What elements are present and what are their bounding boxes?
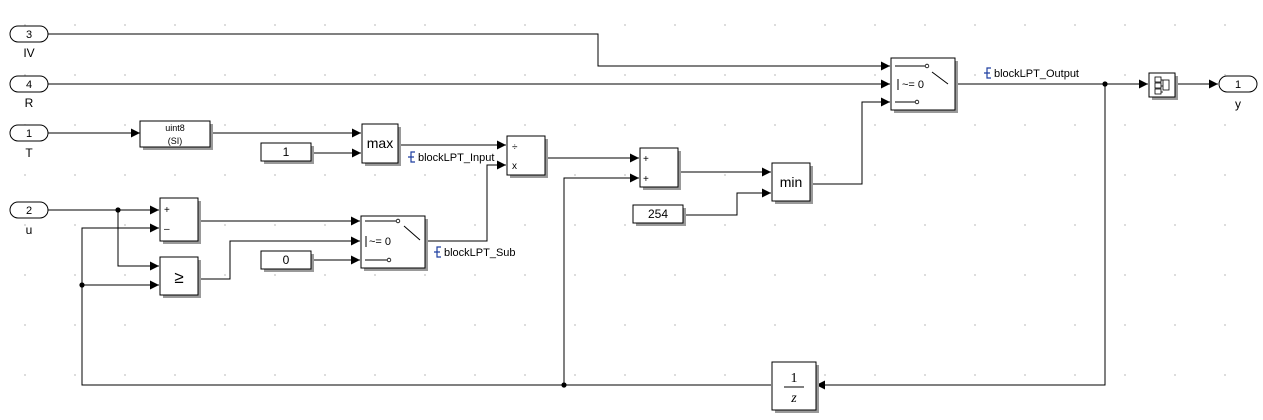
constant-1-block[interactable]: 1 xyxy=(260,142,314,164)
inport-number: 1 xyxy=(26,128,32,140)
mux-cell-icon xyxy=(1154,88,1162,95)
mux-cell-icon xyxy=(1154,76,1162,83)
signal-label-sub[interactable]: blockLPT_Sub xyxy=(434,246,516,259)
constant-value: 254 xyxy=(648,207,668,221)
ge-symbol: ≥ xyxy=(174,268,183,287)
wire-u-to-ge[interactable] xyxy=(117,210,159,271)
switch-criterion: ~= 0 xyxy=(369,236,391,248)
plus-sign: + xyxy=(643,154,649,165)
wire-254-to-min[interactable] xyxy=(684,188,771,216)
mux-cell-icon xyxy=(1162,79,1170,91)
signal-label-input[interactable]: blockLPT_Input xyxy=(408,151,494,164)
signal-object-icon xyxy=(984,67,991,79)
wire-feedback-loop[interactable] xyxy=(81,285,771,386)
inport-label: T xyxy=(25,146,33,160)
signal-label-output[interactable]: blockLPT_Output xyxy=(984,67,1079,80)
switch-arm xyxy=(931,71,949,85)
mux-cell-icon xyxy=(1154,82,1162,89)
wire-iv-to-switch[interactable] xyxy=(48,33,890,71)
switch-contact xyxy=(395,218,401,224)
branch-point xyxy=(79,282,85,288)
signal-name: blockLPT_Sub xyxy=(444,247,516,259)
max-label: max xyxy=(367,135,393,151)
constant-0-block[interactable]: 0 xyxy=(260,250,314,272)
mux-block[interactable] xyxy=(1148,72,1178,100)
divide-sign: ÷ xyxy=(512,142,518,153)
branch-point xyxy=(561,382,567,388)
constant-value: 0 xyxy=(283,253,290,267)
plus-sign: + xyxy=(643,174,649,185)
signal-lines xyxy=(48,33,1218,390)
unit-delay-block[interactable]: 1 z xyxy=(771,361,819,413)
inport-u[interactable]: 2 u xyxy=(9,201,49,237)
min-block[interactable]: min xyxy=(771,162,813,204)
minus-sign: – xyxy=(164,224,170,235)
inport-label: IV xyxy=(23,46,34,60)
subtract-block[interactable]: + – xyxy=(159,197,201,244)
inport-iv[interactable]: 3 IV xyxy=(9,25,49,60)
data-type-conversion-block[interactable]: uint8 (SI) xyxy=(139,120,213,150)
switch-contact xyxy=(914,99,920,105)
inport-number: 3 xyxy=(26,29,32,41)
switch-contact xyxy=(386,257,392,263)
inport-number: 4 xyxy=(26,79,32,91)
switch-block-sub[interactable]: ~= 0 xyxy=(360,215,428,271)
multiply-sign: x xyxy=(512,161,517,172)
switch-contact xyxy=(924,63,930,69)
wire-switch2-to-divide[interactable] xyxy=(425,160,506,242)
delay-denominator: z xyxy=(790,391,797,406)
switch-arm xyxy=(403,225,421,241)
signal-name: blockLPT_Output xyxy=(994,68,1079,80)
switch-criterion: ~= 0 xyxy=(902,79,924,91)
delay-numerator: 1 xyxy=(791,371,798,386)
plus-sign: + xyxy=(164,205,170,216)
branch-point xyxy=(115,207,121,213)
wire-output-to-delay[interactable] xyxy=(816,84,1106,390)
signal-object-icon xyxy=(408,151,415,163)
min-label: min xyxy=(780,174,803,190)
inport-t[interactable]: 1 T xyxy=(9,124,49,160)
inport-label: R xyxy=(25,96,34,110)
wire-feedback-to-subtract[interactable] xyxy=(81,223,159,285)
wire-min-to-switch[interactable] xyxy=(810,97,890,185)
outport-number: 1 xyxy=(1235,79,1241,91)
divide-block[interactable]: ÷ x xyxy=(506,135,548,178)
signal-object-icon xyxy=(434,246,441,258)
convert-scaling-label: (SI) xyxy=(168,136,183,146)
constant-value: 1 xyxy=(283,145,290,159)
outport-label: y xyxy=(1235,97,1241,111)
signal-name: blockLPT_Input xyxy=(418,152,494,164)
branch-point xyxy=(1102,81,1108,87)
constant-254-block[interactable]: 254 xyxy=(632,204,686,226)
switch-block-output[interactable]: ~= 0 xyxy=(890,57,958,113)
max-block[interactable]: max xyxy=(361,123,401,166)
wire-feedback-to-sum[interactable] xyxy=(563,173,639,385)
convert-type-label: uint8 xyxy=(165,123,185,133)
inport-number: 2 xyxy=(26,205,32,217)
relational-ge-block[interactable]: ≥ xyxy=(159,256,201,298)
inport-label: u xyxy=(26,223,33,237)
inport-r[interactable]: 4 R xyxy=(9,75,49,110)
sum-block[interactable]: + + xyxy=(639,147,681,190)
outport-y[interactable]: 1 y xyxy=(1218,75,1258,111)
wire-ge-to-switch2[interactable] xyxy=(199,236,360,280)
